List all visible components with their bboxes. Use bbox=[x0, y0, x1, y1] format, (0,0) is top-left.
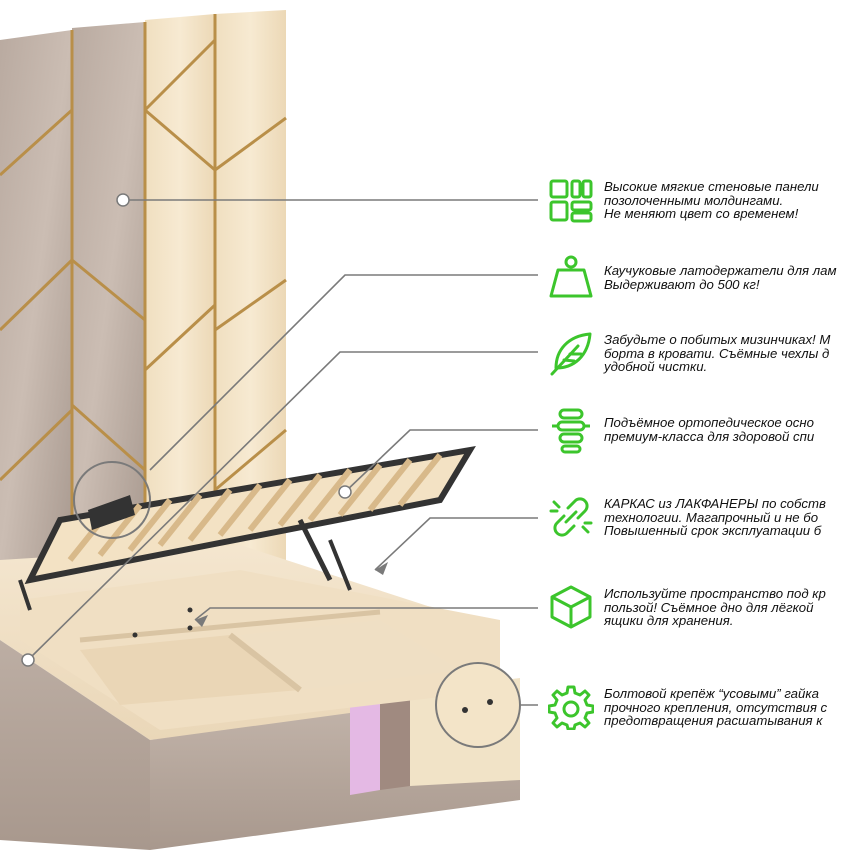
spine-icon bbox=[552, 408, 590, 454]
feature-line: Каучуковые латодержатели для лам bbox=[604, 263, 837, 278]
feature-line: технологии. Магапрочный и не бо bbox=[604, 509, 819, 525]
feature-wall-panels: Высокие мягкие стеновые панели позолочен… bbox=[548, 178, 860, 224]
zoom-circle-bolt bbox=[435, 662, 521, 748]
feature-line: Забудьте о побитых мизинчиках! М bbox=[604, 332, 831, 347]
gear-icon bbox=[548, 685, 594, 730]
feature-line: Используйте пространство под кр bbox=[604, 586, 826, 601]
feature-line: ящики для хранения. bbox=[604, 613, 734, 628]
broken-link-icon bbox=[549, 497, 593, 537]
zoom-circle-holder bbox=[73, 461, 151, 539]
box-icon bbox=[550, 585, 592, 629]
feature-line: удобной чистки. bbox=[604, 359, 708, 374]
feature-plywood-frame: КАРКАС из ЛАКФАНЕРЫ по собств технологии… bbox=[548, 494, 860, 542]
feature-line: Болтовой крепёж “усовыми” гайка bbox=[604, 686, 819, 701]
feature-storage-space: Используйте пространство под кр пользой!… bbox=[548, 584, 860, 632]
weight-icon bbox=[549, 255, 593, 298]
grid-blocks-icon bbox=[549, 179, 593, 223]
feature-orthopedic-base: Подъёмное ортопедическое осно премиум-кл… bbox=[548, 408, 860, 454]
feature-line: прочного крепления, отсутствия с bbox=[604, 699, 828, 715]
feature-line: Не меняют цвет со временем! bbox=[604, 206, 799, 221]
feature-slat-holders: Каучуковые латодержатели для лам Выдержи… bbox=[548, 254, 860, 300]
feature-bolt-fastening: Болтовой крепёж “усовыми” гайка прочного… bbox=[548, 684, 860, 732]
feature-soft-sides: Забудьте о побитых мизинчиках! М борта в… bbox=[548, 330, 860, 378]
feature-line: предотвращения расшатывания к bbox=[604, 713, 823, 728]
wall-panels bbox=[0, 10, 287, 560]
callout-lines bbox=[27, 199, 538, 706]
callout-dots bbox=[21, 193, 352, 667]
feature-line: Повышенный срок эксплуатации б bbox=[604, 523, 822, 538]
feature-line: КАРКАС из ЛАКФАНЕРЫ по собств bbox=[604, 496, 826, 511]
feature-line: борта в кровати. Съёмные чехлы д bbox=[604, 345, 830, 361]
feature-line: пользой! Съёмное дно для лёгкой bbox=[604, 599, 814, 615]
feature-line: Высокие мягкие стеновые панели bbox=[604, 179, 819, 194]
feature-line: Подъёмное ортопедическое осно bbox=[604, 415, 814, 430]
feature-line: Выдерживают до 500 кг! bbox=[604, 276, 760, 292]
feature-line: премиум-класса для здоровой спи bbox=[604, 428, 815, 444]
feather-icon bbox=[550, 332, 592, 376]
feature-line: позолоченными молдингами. bbox=[604, 192, 784, 208]
